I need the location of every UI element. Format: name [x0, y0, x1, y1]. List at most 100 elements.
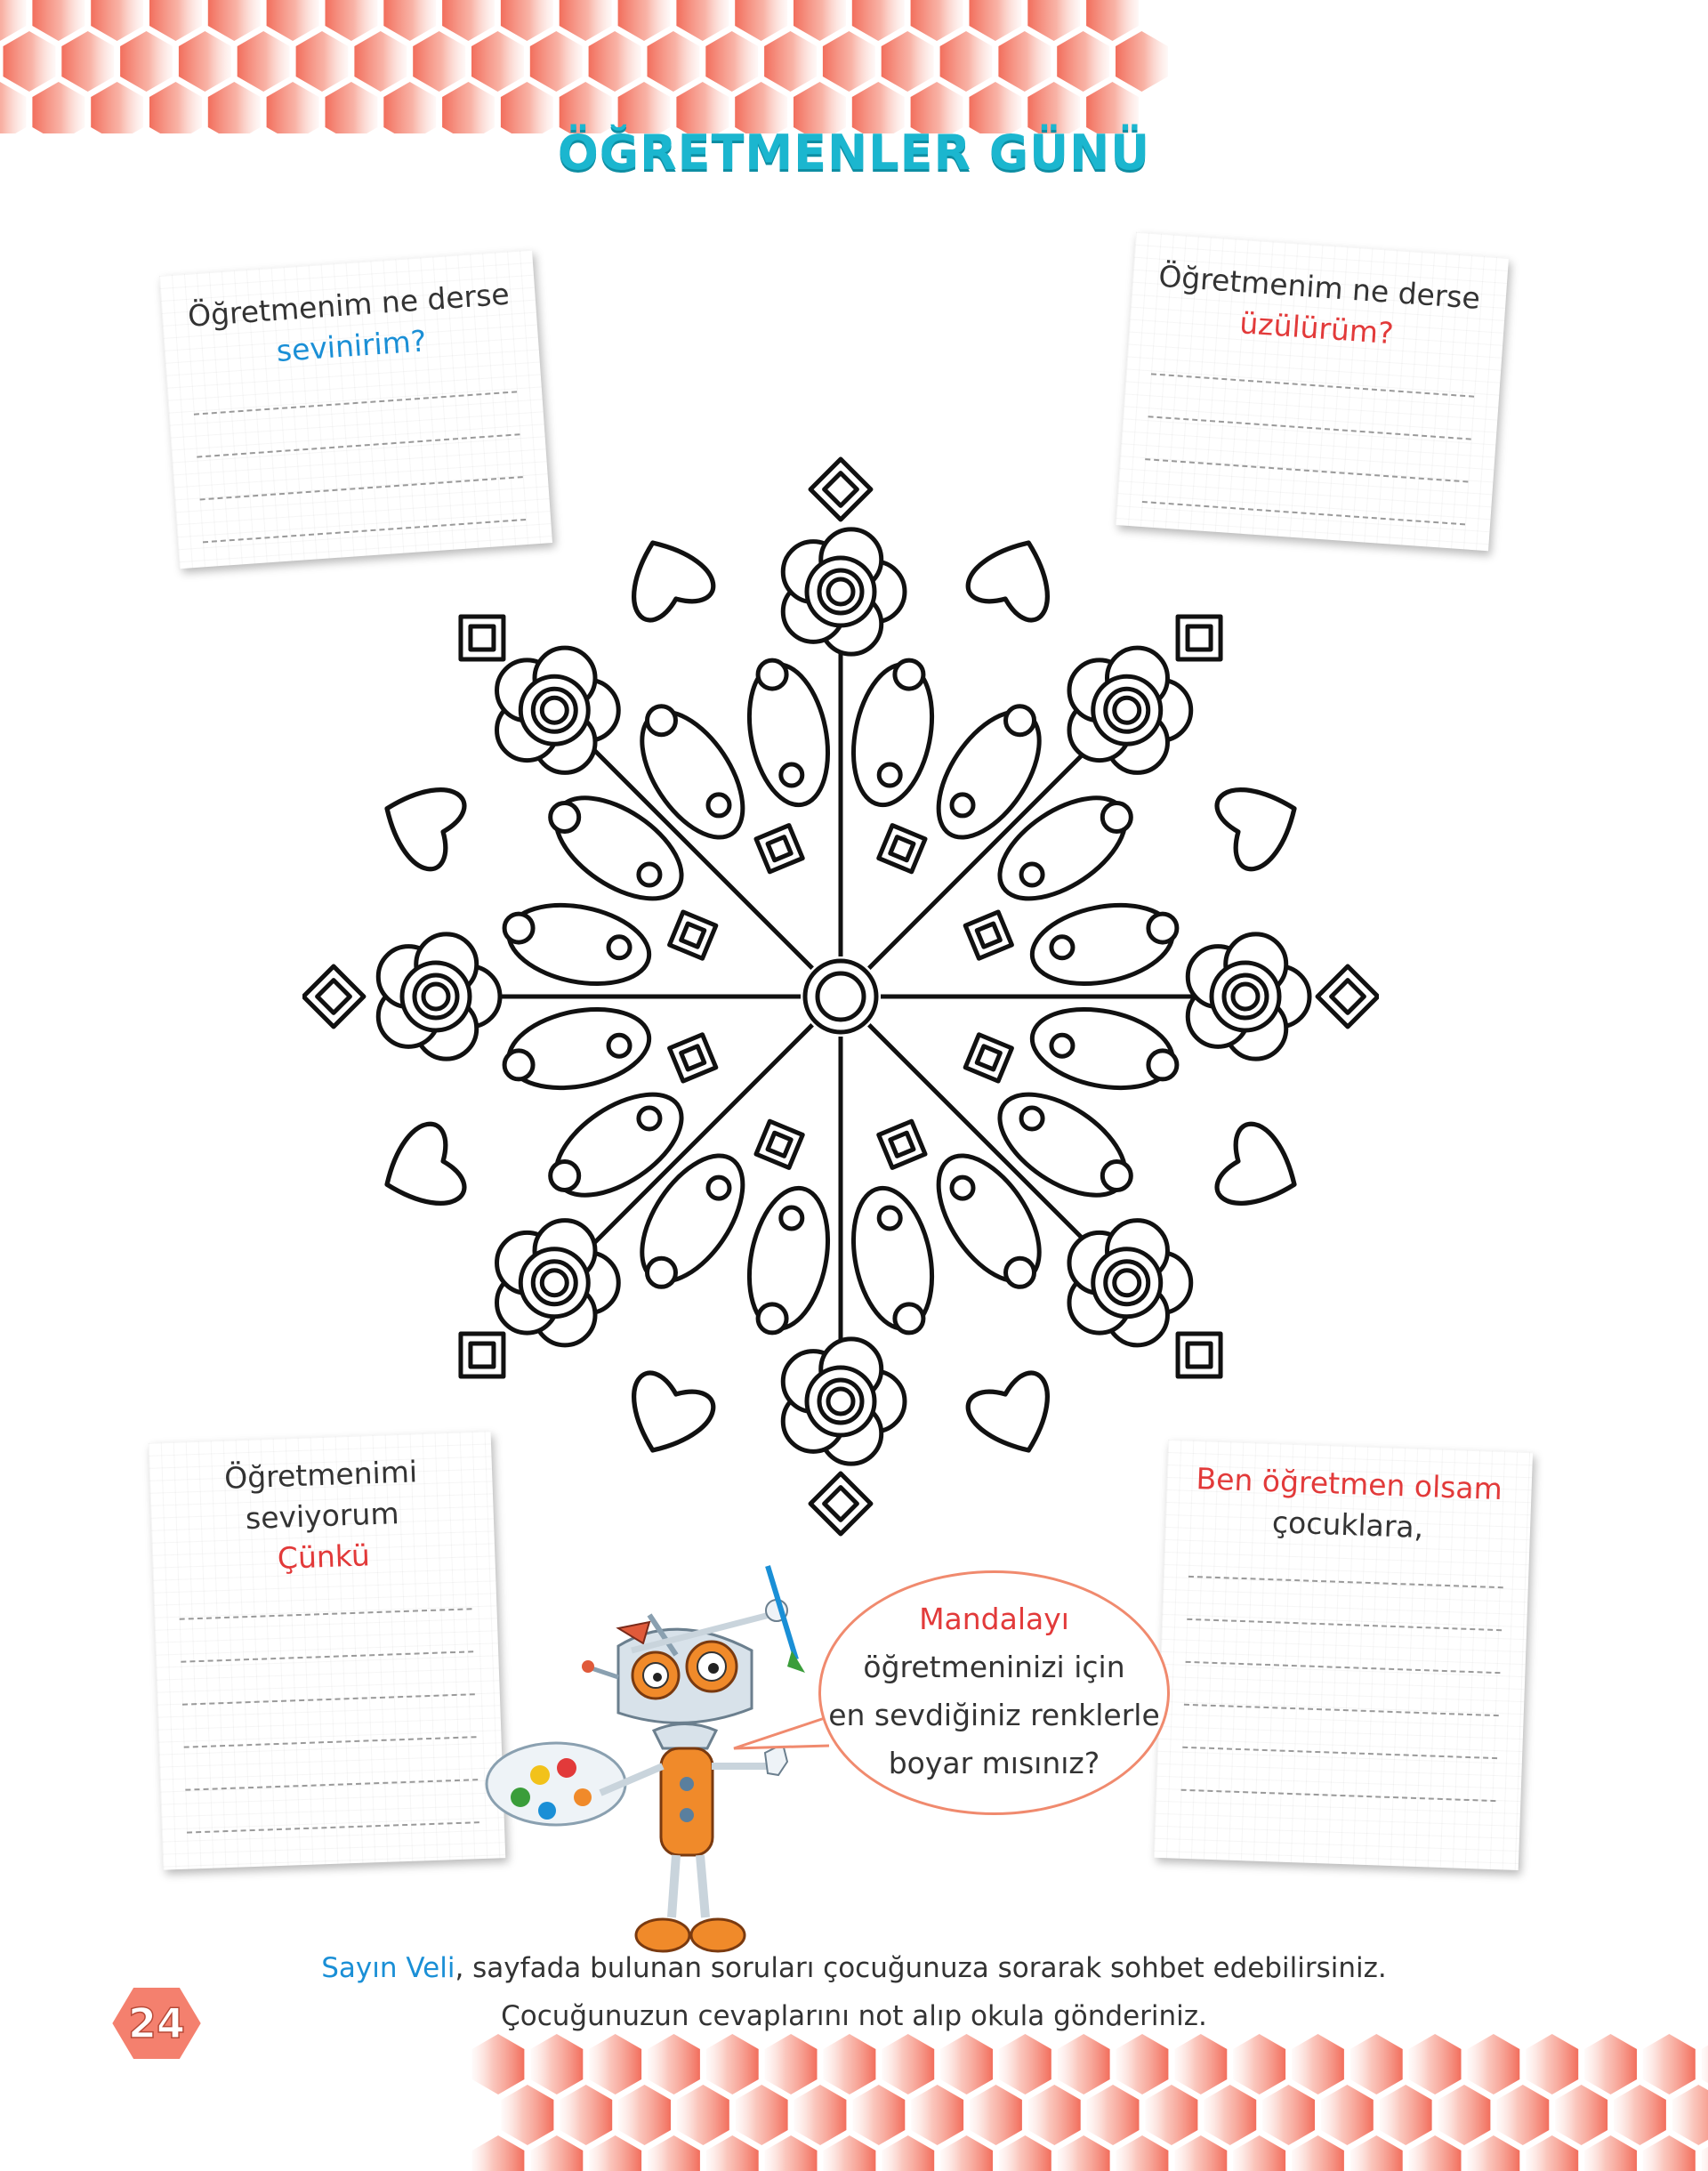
hexagon-tile [560, 2085, 613, 2145]
answer-line[interactable] [193, 391, 518, 416]
hexagon-tile [529, 31, 583, 92]
hexagon-tile [1057, 2135, 1110, 2171]
bubble-line: boyar mısınız? [888, 1746, 1100, 1780]
hexagon-tile [1408, 2135, 1462, 2171]
speech-bubble-tail [733, 1715, 830, 1750]
hexagon-tile [617, 0, 671, 41]
mandala-leaf [746, 1185, 831, 1331]
hexagon-tile [851, 82, 905, 133]
mandala-center-inner [815, 971, 866, 1022]
hexagon-tile [530, 2034, 584, 2094]
answer-line[interactable] [1187, 1618, 1503, 1632]
hexagon-tile [91, 82, 144, 133]
answer-line[interactable] [181, 1693, 475, 1706]
hexagon-tile [1555, 2085, 1608, 2145]
answer-line[interactable] [183, 1736, 477, 1748]
hexagon-tile [237, 31, 290, 92]
hexagon-tile [764, 31, 817, 92]
hexagon-tile [998, 2135, 1051, 2171]
hexagon-tile [1027, 2085, 1081, 2145]
hexagon-tile [1467, 2135, 1520, 2171]
mandala-diamond-inner [822, 1485, 859, 1522]
answer-line[interactable] [1180, 1788, 1496, 1803]
bubble-line: Mandalayı [919, 1602, 1069, 1636]
hexagon-tile [705, 31, 759, 92]
hexagon-tile [648, 2135, 700, 2171]
hexagon-tile [852, 2085, 906, 2145]
hexagon-tile [149, 0, 202, 41]
hexagon-tile [589, 2034, 642, 2094]
answer-line[interactable] [179, 1608, 472, 1620]
hexagon-tile [735, 0, 788, 41]
hexagon-tile [588, 31, 641, 92]
hexagon-tile [1438, 2085, 1491, 2145]
mandala-diamond-inner [1185, 624, 1213, 652]
mandala-spiral [778, 1205, 805, 1231]
mandala-dot [1003, 704, 1037, 738]
answer-line[interactable] [1183, 1703, 1499, 1717]
hexagon-tile [500, 0, 553, 41]
hexagon-tile [325, 82, 378, 133]
hexagon-tile [1701, 2045, 1708, 2084]
hexagon-tile [3, 31, 56, 92]
mandala-spoke [867, 1023, 1107, 1263]
flower-core [539, 1268, 569, 1298]
hexagon-tile [882, 2135, 935, 2171]
hexagon-tile [851, 0, 905, 41]
hexagon-tile [1174, 2034, 1228, 2094]
hexagon-tile [823, 2034, 876, 2094]
hexagon-tile [1349, 2135, 1403, 2171]
mandala-spiral [778, 762, 805, 788]
hexagon-tile [939, 31, 993, 92]
mandala-leaf [1029, 902, 1175, 987]
hexagon-tile [1027, 82, 1081, 133]
hexagon-tile [1057, 31, 1110, 92]
mandala-spiral [705, 792, 732, 819]
hexagon-tile [881, 31, 934, 92]
hexagon-tile [970, 2085, 1022, 2145]
answer-line[interactable] [1148, 416, 1471, 440]
mandala-spiral [636, 861, 663, 888]
hexagon-tile [1233, 2135, 1286, 2171]
hexagon-tile [617, 82, 671, 133]
mandala-square-inner [888, 1130, 916, 1158]
mandala-leaf [1029, 1006, 1175, 1091]
hexagon-tile [794, 0, 846, 41]
mandala-square-inner [765, 835, 794, 863]
bubble-line: öğretmeninizi için [863, 1650, 1125, 1684]
answer-line[interactable] [1182, 1746, 1498, 1760]
hexagon-tile [1408, 2034, 1462, 2094]
hexagon-tile [1467, 2034, 1520, 2094]
hexagon-tile [1027, 0, 1081, 41]
mandala-dot [892, 1302, 926, 1336]
mandala-coloring-image[interactable] [302, 445, 1379, 1548]
hexagon-tile [969, 0, 1022, 41]
mandala-dot [1146, 1048, 1180, 1082]
answer-line[interactable] [185, 1779, 479, 1791]
top-hexagon-band [0, 0, 1168, 133]
answer-line[interactable] [1185, 1660, 1501, 1675]
answer-line[interactable] [187, 1821, 479, 1834]
hexagon-tile [1116, 31, 1168, 92]
mandala-leaf [506, 902, 652, 987]
hexagon-tile [940, 2034, 993, 2094]
mandala-square-inner [974, 921, 1003, 949]
flower-core [421, 981, 451, 1012]
mandala-heart [632, 1370, 716, 1453]
robot-painter-illustration [485, 1565, 805, 1953]
answer-line[interactable] [1150, 373, 1475, 398]
mandala-leaf [506, 1006, 652, 1091]
hexagon-tile [735, 2085, 788, 2145]
answer-line[interactable] [1188, 1575, 1503, 1589]
mandala-dot [502, 1048, 536, 1082]
hexagon-tile [647, 31, 700, 92]
hexagon-tile [998, 2034, 1051, 2094]
hexagon-tile [383, 82, 437, 133]
answer-line[interactable] [181, 1650, 474, 1663]
mandala-dot [755, 1302, 789, 1336]
hexagon-tile [501, 2085, 554, 2145]
mandala-spiral [1019, 1105, 1045, 1132]
mandala-spiral [636, 1105, 663, 1132]
hexagon-tile [1292, 2034, 1344, 2094]
bottom-hexagon-band [471, 2034, 1708, 2171]
